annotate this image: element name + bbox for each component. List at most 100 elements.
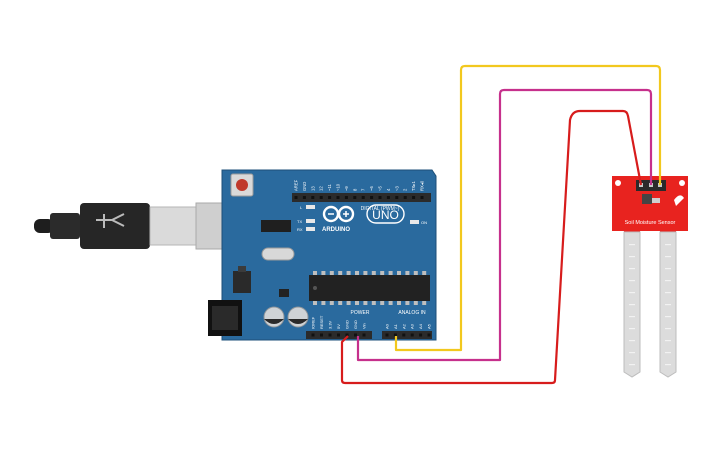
probe-trace	[629, 364, 635, 366]
analog-pin[interactable]	[402, 333, 406, 337]
sparkfun-flame-icon	[674, 195, 684, 206]
chip-leg	[329, 301, 334, 305]
analog-pin[interactable]	[385, 333, 389, 337]
probe-trace	[629, 244, 635, 246]
digital-pin[interactable]	[344, 196, 348, 199]
power-wire[interactable]	[340, 109, 643, 385]
arduino-logo-icon	[322, 205, 355, 223]
probe-trace	[629, 280, 635, 282]
analog-pin[interactable]	[410, 333, 414, 337]
analog-pin[interactable]	[419, 333, 423, 337]
digital-pin[interactable]	[386, 196, 390, 199]
probe-trace	[629, 328, 635, 330]
probe-trace	[665, 244, 671, 246]
sensor-resistor	[652, 198, 660, 203]
power-pin[interactable]	[345, 333, 349, 337]
digital-pin[interactable]	[336, 196, 340, 199]
probe-trace	[629, 292, 635, 294]
chip-leg	[413, 271, 418, 275]
usb-plug-metal	[149, 206, 197, 246]
digital-pin[interactable]	[361, 196, 365, 199]
probe-trace	[629, 256, 635, 258]
led-on	[410, 220, 419, 224]
analog-pin[interactable]	[393, 333, 397, 337]
digital-pin[interactable]	[403, 196, 407, 199]
power-pin[interactable]	[328, 333, 332, 337]
usb-plug-body	[80, 203, 150, 249]
led-rx-label: RX	[297, 227, 303, 232]
probe-trace	[629, 268, 635, 270]
digital-pin[interactable]	[378, 196, 382, 199]
chip-leg	[405, 301, 410, 305]
led-on-label: ON	[421, 220, 427, 225]
small-chip	[279, 289, 289, 297]
atmega-chip	[309, 275, 430, 301]
capacitor-1-mark	[264, 319, 284, 324]
uno-badge	[366, 204, 405, 224]
power-pin[interactable]	[320, 333, 323, 337]
probe-trace	[665, 316, 671, 318]
digital-pin-label: 12	[319, 186, 324, 191]
signal-wire[interactable]	[394, 64, 662, 352]
chip-leg	[329, 271, 334, 275]
digital-pin-label: 2	[403, 188, 408, 191]
chip-leg	[313, 271, 317, 275]
led-tx-label: TX	[297, 219, 302, 224]
usb-cable-end	[34, 219, 54, 233]
probe-trace	[665, 256, 671, 258]
digital-pin[interactable]	[328, 196, 332, 199]
digital-pin[interactable]	[294, 196, 298, 199]
model-label: UNO	[372, 208, 399, 222]
probe-trace	[665, 304, 671, 306]
probe-trace	[629, 352, 635, 354]
analog-pin-label: A0	[385, 323, 390, 329]
mounting-hole-right	[679, 180, 685, 186]
power-pin[interactable]	[337, 333, 340, 337]
chip-leg	[321, 271, 326, 275]
mounting-hole-left	[615, 180, 621, 186]
analog-pin-label: A1	[393, 323, 398, 329]
usb-cable[interactable]	[34, 202, 255, 250]
digital-pin[interactable]	[319, 196, 323, 199]
digital-pin[interactable]	[353, 196, 357, 199]
power-pin[interactable]	[354, 333, 357, 337]
power-pin[interactable]	[311, 333, 315, 337]
chip-leg	[380, 271, 385, 275]
power-jack-inner	[212, 306, 238, 330]
analog-pin[interactable]	[427, 333, 431, 337]
digital-pin[interactable]	[412, 196, 416, 199]
soil-moisture-sensor[interactable]: Soil Moisture Sensor	[612, 176, 688, 378]
analog-pin-label: A5	[427, 323, 432, 329]
digital-pin-header[interactable]	[292, 193, 431, 202]
chip-leg	[388, 301, 393, 305]
chip-leg	[388, 271, 393, 275]
usb-icon	[96, 213, 125, 228]
digital-pin[interactable]	[395, 196, 399, 199]
voltage-regulator	[233, 271, 251, 293]
analog-pin-header[interactable]	[382, 331, 432, 339]
digital-pin-label: RX◂0	[420, 180, 425, 191]
digital-pin[interactable]	[370, 196, 374, 199]
power-pin-label: IOREF	[311, 316, 316, 329]
digital-pin-label: ~6	[369, 186, 374, 191]
crystal-oscillator	[261, 247, 295, 261]
digital-pin[interactable]	[420, 196, 424, 199]
chip-leg	[363, 271, 368, 275]
chip-leg	[363, 301, 368, 305]
power-pin[interactable]	[362, 333, 366, 337]
usb-chip	[261, 220, 291, 232]
regulator-tab	[238, 266, 246, 272]
sensor-transistor	[642, 194, 652, 204]
digital-pin-label: ~5	[378, 186, 383, 191]
led-rx	[306, 227, 315, 231]
ground-wire[interactable]	[356, 88, 653, 362]
chip-leg	[321, 301, 326, 305]
digital-pin[interactable]	[302, 196, 306, 199]
probe-trace	[665, 292, 671, 294]
digital-pin[interactable]	[311, 196, 315, 199]
digital-pin-label: ~9	[344, 186, 349, 191]
probe-trace	[665, 364, 671, 366]
power-pin-label: 3.3V	[328, 320, 333, 329]
digital-pin-label: TX▸1	[411, 181, 416, 191]
